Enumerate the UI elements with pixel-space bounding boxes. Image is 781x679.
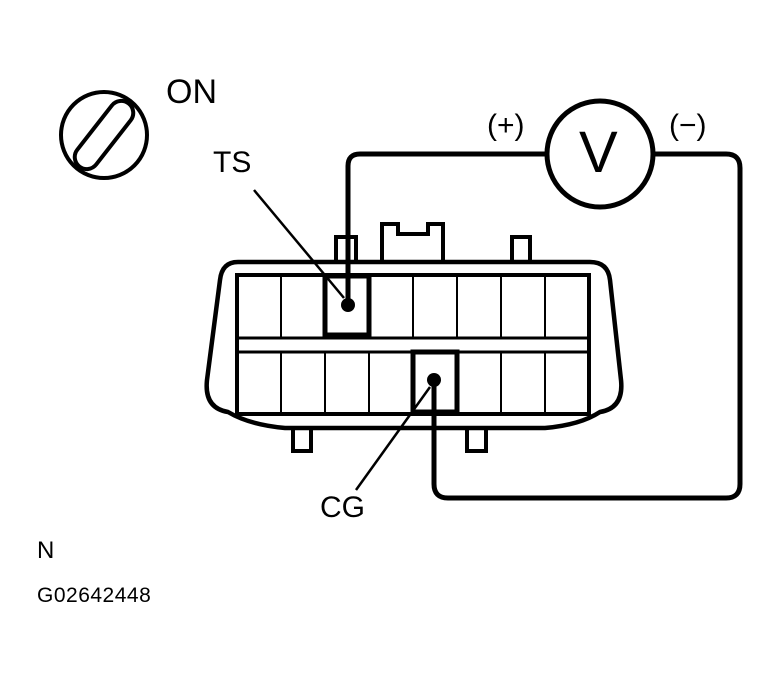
dlc-connector xyxy=(204,222,624,453)
footer-note: N xyxy=(37,537,55,564)
figure-reference-code: G02642448 xyxy=(37,584,152,607)
ignition-switch-icon xyxy=(59,90,149,180)
connector-bottom-tab-left xyxy=(291,430,313,453)
connector-top-latch xyxy=(380,222,445,263)
cg-terminal-label: CG xyxy=(320,491,365,524)
meter-positive-label: (+) xyxy=(487,109,525,142)
connector-top-tab-left xyxy=(334,235,358,263)
voltmeter-symbol: V xyxy=(579,120,618,185)
ts-probe-point xyxy=(341,298,355,312)
ts-leader-line xyxy=(253,189,345,299)
connector-housing xyxy=(204,259,624,431)
negative-lead-wire xyxy=(431,151,743,501)
ignition-on-label: ON xyxy=(166,73,217,111)
cg-probe-point xyxy=(427,373,441,387)
meter-negative-label: (−) xyxy=(669,109,707,142)
cg-leader-line xyxy=(354,386,432,491)
connector-top-tab-right xyxy=(510,235,532,263)
ts-terminal-label: TS xyxy=(213,146,252,179)
connector-bottom-tab-right xyxy=(465,430,488,453)
positive-lead-wire xyxy=(345,151,547,305)
connector-top-row-dividers xyxy=(280,275,546,338)
